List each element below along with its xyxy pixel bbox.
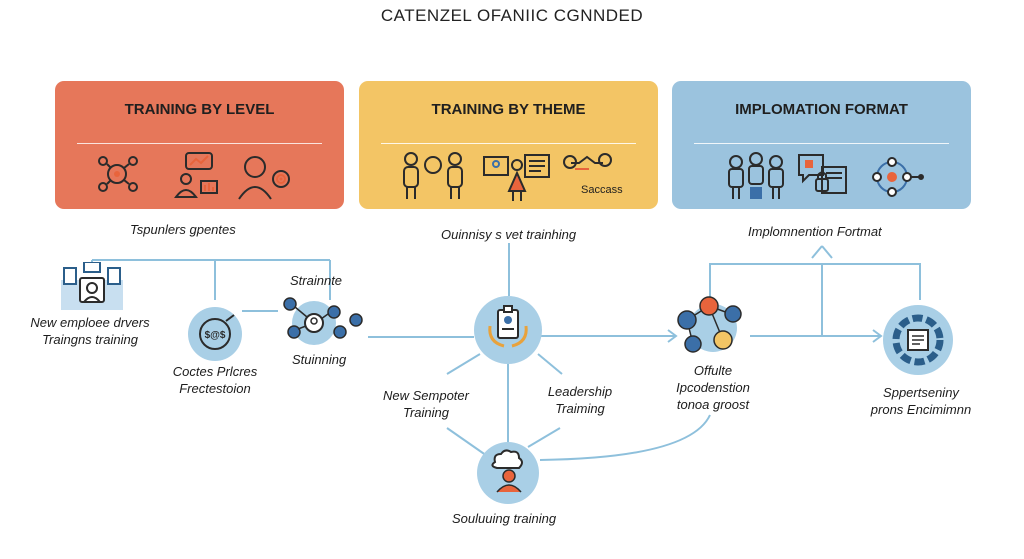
sppertseniny-label: Sppertseniny prons Encimimnn: [870, 385, 972, 417]
new-sempoter-label: New Sempoter Training: [383, 388, 469, 420]
card-implementation-format: IMPLOMATION FORMAT: [672, 81, 971, 209]
theme-group-label: Ouinnisy s vet trainhing: [441, 227, 577, 242]
sppertseniny-node: [883, 305, 953, 375]
card-divider: [77, 143, 322, 144]
card-title: TRAINING BY LEVEL: [124, 101, 275, 118]
id-badge-hands-icon: [488, 305, 528, 348]
process-gear-icon: [892, 314, 944, 366]
card-divider: [694, 143, 949, 144]
presenter-chart-icon: [174, 152, 218, 198]
souluuing-node: [477, 442, 539, 504]
network-hub-icon: [283, 297, 363, 345]
molecule-nodes-icon: [677, 296, 742, 353]
new-employee-label: New emploee drvers Traingns training: [30, 315, 150, 347]
team-network-icon: [98, 152, 290, 200]
card-training-by-theme: TRAINING BY THEME: [359, 81, 658, 209]
card-icons: Saccass: [359, 149, 658, 203]
offulte-node: [675, 294, 749, 358]
diagram-title: CATENZEL OFANIIC CGNNDED: [380, 6, 644, 25]
card-title: IMPLOMATION FORMAT: [735, 101, 908, 118]
offulte-label: Offulte Ipcodenstion tonoa groost: [676, 363, 750, 412]
cycle-network-icon: [872, 157, 924, 197]
strainnte-node: [280, 290, 368, 346]
coctes-node: $@$: [188, 307, 242, 361]
svg-text:$@$: $@$: [205, 330, 226, 341]
theme-center-node: [474, 296, 542, 364]
level-group-label: Tspunlers gpentes: [130, 222, 236, 237]
computer-user-icon: [61, 262, 123, 310]
card-icons: [672, 149, 971, 203]
souluuing-label: Souluuing training: [452, 511, 557, 526]
group-people-icon: [403, 152, 463, 199]
handshake-icon: [563, 153, 612, 170]
theme-icon-caption: Saccass: [581, 184, 623, 196]
person-target-icon: [238, 156, 290, 200]
coctes-label: Coctes Prlcres Frectestoion: [172, 364, 258, 396]
card-training-by-level: TRAINING BY LEVEL: [55, 81, 344, 209]
card-divider: [381, 143, 636, 144]
thinking-person-icon: [491, 449, 523, 493]
team-structure-icon: [728, 152, 784, 199]
presentation-board-icon: [483, 154, 550, 201]
money-face-icon: $@$: [199, 314, 235, 350]
leadership-label: Leadership Traiming: [547, 384, 613, 416]
format-group-label: Implomnention Fortmat: [748, 224, 882, 239]
stuinning-label: Stuinning: [292, 352, 347, 367]
card-icons: [55, 149, 344, 203]
chat-documents-icon: [798, 154, 847, 194]
card-title: TRAINING BY THEME: [431, 101, 586, 118]
strainnte-label: Strainnte: [290, 273, 343, 288]
